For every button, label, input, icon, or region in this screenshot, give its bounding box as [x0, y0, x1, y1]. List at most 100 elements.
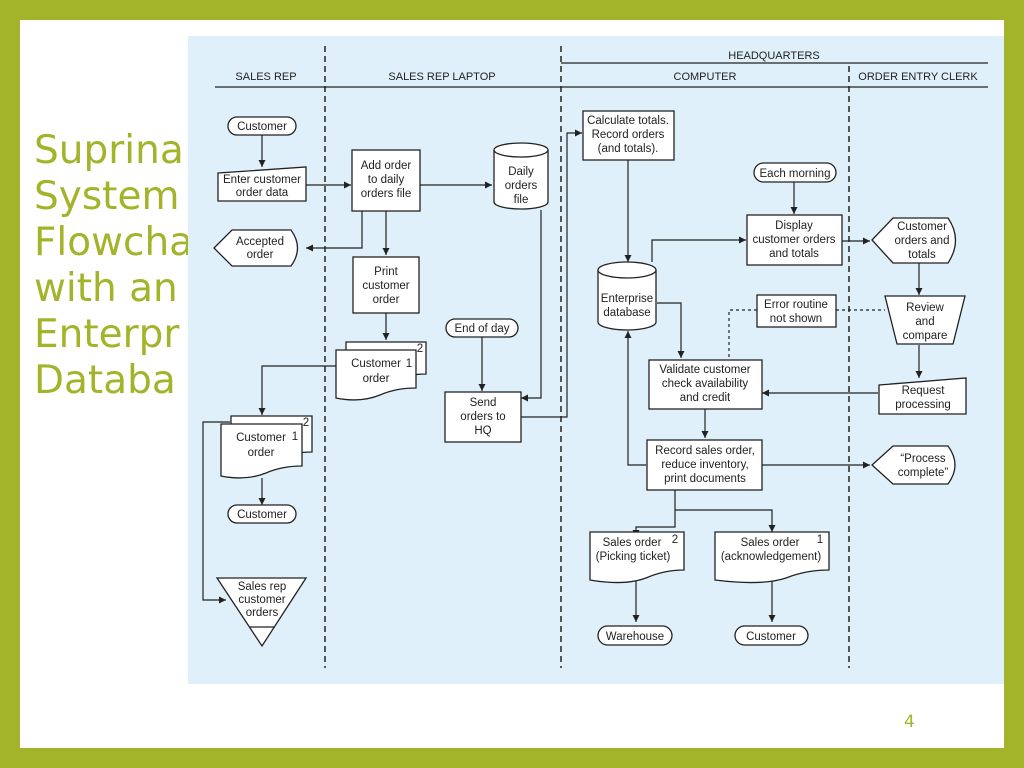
svg-text:orders and: orders and: [895, 235, 950, 247]
customer-label: Customer: [237, 121, 287, 133]
header-sales-rep-laptop: SALES REP LAPTOP: [388, 71, 495, 83]
svg-text:order: order: [248, 447, 275, 459]
header-sales-rep: SALES REP: [235, 71, 296, 83]
svg-text:to daily: to daily: [368, 174, 405, 186]
add-order-process: Add order to daily orders file: [351, 149, 421, 212]
svg-text:compare: compare: [903, 330, 948, 342]
review-compare-operation: Review and compare: [884, 295, 966, 345]
svg-text:1: 1: [817, 534, 823, 546]
error-routine-annotation: Error routine not shown: [756, 294, 837, 328]
title-line: System: [34, 174, 180, 219]
rep-customer-order-document: 2 1 Customer order: [220, 415, 313, 479]
svg-text:Sales order: Sales order: [741, 537, 800, 549]
warehouse-terminal: Warehouse: [597, 625, 673, 646]
header-order-entry-clerk: ORDER ENTRY CLERK: [858, 71, 978, 83]
title-line: with an: [34, 266, 178, 311]
svg-text:file: file: [514, 194, 529, 206]
svg-text:Customer: Customer: [237, 509, 287, 521]
svg-text:2: 2: [303, 417, 309, 429]
svg-text:Sales rep: Sales rep: [238, 581, 287, 593]
error-connectors: [728, 309, 885, 358]
svg-text:Record sales order,: Record sales order,: [655, 445, 755, 457]
svg-text:Customer: Customer: [236, 432, 286, 444]
svg-text:End of day: End of day: [455, 323, 510, 335]
page-number: 4: [904, 712, 915, 732]
svg-text:Customer: Customer: [897, 221, 947, 233]
svg-text:Enter customer: Enter customer: [223, 174, 301, 186]
svg-text:customer: customer: [362, 280, 409, 292]
print-order-process: Print customer order: [352, 256, 420, 314]
calculate-totals-process: Calculate totals. Record orders (and tot…: [582, 110, 675, 161]
title-line: Flowcha: [34, 220, 194, 265]
svg-text:not shown: not shown: [770, 313, 822, 325]
slide: Suprina System Flowcha with an Enterpr D…: [20, 20, 1004, 748]
svg-text:and: and: [915, 316, 934, 328]
customer-terminal-top: Customer: [227, 116, 297, 136]
svg-text:check availability: check availability: [662, 378, 749, 390]
svg-text:Request: Request: [902, 385, 946, 397]
svg-text:processing: processing: [895, 399, 951, 411]
svg-text:(Picking ticket): (Picking ticket): [596, 551, 671, 563]
svg-text:Accepted: Accepted: [236, 236, 284, 248]
svg-text:Sales order: Sales order: [603, 537, 662, 549]
svg-text:customer: customer: [238, 594, 285, 606]
svg-text:Review: Review: [906, 302, 944, 314]
svg-text:Enterprise: Enterprise: [601, 293, 653, 305]
enter-order-data-step: Enter customer order data: [217, 166, 307, 202]
svg-text:reduce inventory,: reduce inventory,: [661, 459, 748, 471]
clerk-orders-display: Customer orders and totals: [871, 217, 957, 264]
laptop-customer-order-document: 2 1 Customer order: [335, 341, 427, 401]
svg-text:Validate customer: Validate customer: [659, 364, 750, 376]
svg-text:order: order: [373, 294, 400, 306]
svg-text:Send: Send: [470, 397, 497, 409]
sales-rep-orders-file: Sales rep customer orders: [215, 577, 308, 648]
picking-ticket-document: 2 Sales order (Picking ticket): [589, 531, 685, 584]
acknowledgement-document: 1 Sales order (acknowledgement): [714, 531, 830, 584]
svg-text:order: order: [247, 249, 274, 261]
svg-text:Customer: Customer: [351, 358, 401, 370]
svg-text:print documents: print documents: [664, 473, 746, 485]
svg-text:Daily: Daily: [508, 166, 534, 178]
each-morning-terminal: Each morning: [753, 162, 837, 183]
svg-text:1: 1: [406, 358, 412, 370]
svg-text:Print: Print: [374, 266, 398, 278]
svg-text:Display: Display: [775, 220, 813, 232]
svg-text:Error routine: Error routine: [764, 299, 828, 311]
svg-text:HQ: HQ: [474, 425, 491, 437]
svg-text:Customer: Customer: [746, 631, 796, 643]
enterprise-database-storage: Enterprise database: [597, 261, 657, 331]
svg-text:Each morning: Each morning: [760, 168, 831, 180]
svg-text:orders file: orders file: [361, 188, 412, 200]
send-orders-process: Send orders to HQ: [444, 391, 522, 443]
flowchart-diagram: HEADQUARTERS SALES REP SALES REP LAPTOP …: [188, 36, 1004, 684]
svg-text:order data: order data: [236, 187, 289, 199]
svg-text:1: 1: [292, 431, 298, 443]
lane-dividers: [324, 46, 850, 668]
header-computer: COMPUTER: [674, 71, 737, 83]
svg-text:orders: orders: [505, 180, 538, 192]
record-sales-order-process: Record sales order, reduce inventory, pr…: [646, 439, 763, 491]
display-orders-process: Display customer orders and totals: [746, 214, 843, 266]
svg-text:2: 2: [672, 534, 678, 546]
svg-text:Calculate totals.: Calculate totals.: [587, 115, 669, 127]
svg-text:and credit: and credit: [680, 392, 731, 404]
svg-text:orders: orders: [246, 607, 279, 619]
customer-terminal-bottom: Customer: [734, 625, 809, 646]
header-headquarters: HEADQUARTERS: [728, 50, 819, 62]
svg-text:and totals: and totals: [769, 248, 819, 260]
process-complete-display: “Process complete”: [871, 445, 956, 485]
end-of-day-terminal: End of day: [445, 318, 519, 338]
request-processing-input: Request processing: [878, 377, 967, 415]
svg-text:“Process: “Process: [900, 453, 946, 465]
svg-text:Add order: Add order: [361, 160, 412, 172]
svg-text:(acknowledgement): (acknowledgement): [721, 551, 822, 563]
svg-text:2: 2: [417, 343, 423, 355]
slide-title: Suprina System Flowcha with an Enterpr D…: [34, 128, 434, 404]
flow-connectors: [202, 129, 923, 622]
svg-text:order: order: [363, 373, 390, 385]
svg-text:complete”: complete”: [898, 467, 949, 479]
title-line: Suprina: [34, 128, 184, 173]
svg-text:totals: totals: [908, 249, 936, 261]
svg-text:(and totals).: (and totals).: [598, 143, 659, 155]
svg-text:orders to: orders to: [460, 411, 505, 423]
